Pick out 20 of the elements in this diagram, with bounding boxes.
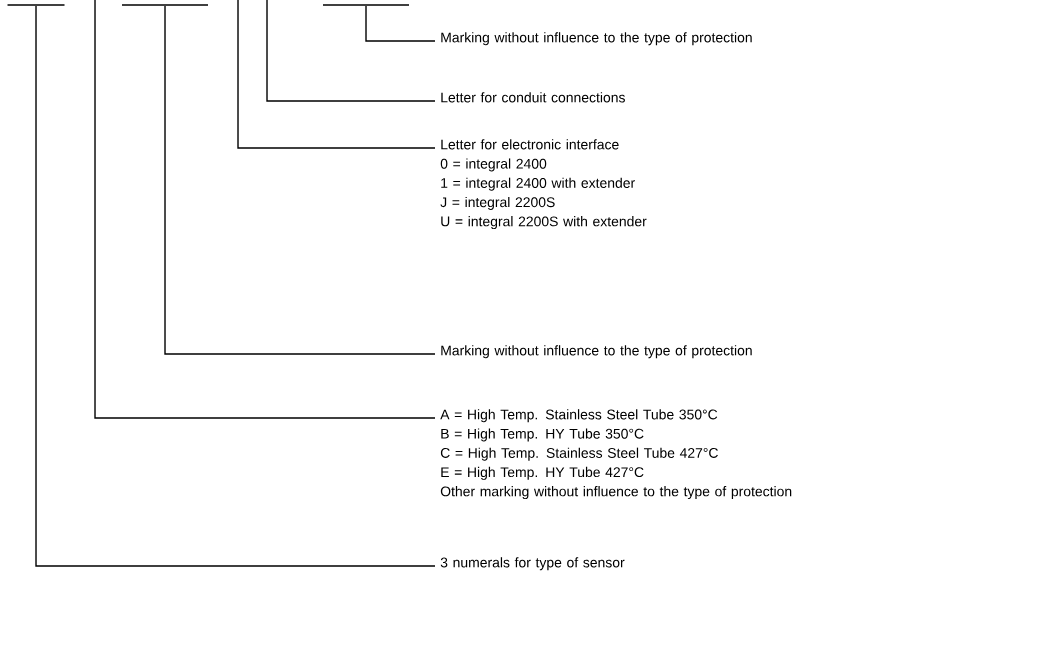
- leader-line: [237, 0, 436, 149]
- description-text: E = High Temp. HY Tube 427°C: [441, 466, 644, 480]
- description-text: Letter for conduit connections: [441, 92, 625, 103]
- leader-line: [164, 5, 436, 355]
- description-text: A = High Temp. Stainless Steel Tube 350°C: [440, 409, 718, 423]
- description-text: Marking without influence to the type of protection: [441, 32, 752, 46]
- description-text: 0 = integral 2400: [440, 158, 547, 172]
- description-text: Marking without influence to the type of protection: [441, 345, 752, 359]
- description-text: 1 = integral 2400 with extender: [441, 177, 635, 191]
- description-text: U = integral 2200S with extender: [441, 216, 647, 230]
- leader-line: [35, 5, 436, 567]
- leader-line: [266, 0, 436, 102]
- description-text: Other marking without influence to the type of protection: [440, 486, 792, 500]
- description-text: B = High Temp. HY Tube 350°C: [441, 428, 644, 442]
- description-text: J = integral 2200S: [440, 196, 555, 210]
- leader-line: [94, 0, 436, 419]
- description-text: 3 numerals for type of sensor: [440, 557, 625, 571]
- description-text: C = High Temp. Stainless Steel Tube 427°C: [440, 447, 718, 461]
- description-text: Letter for electronic interface: [441, 139, 619, 150]
- leader-line: [365, 5, 436, 42]
